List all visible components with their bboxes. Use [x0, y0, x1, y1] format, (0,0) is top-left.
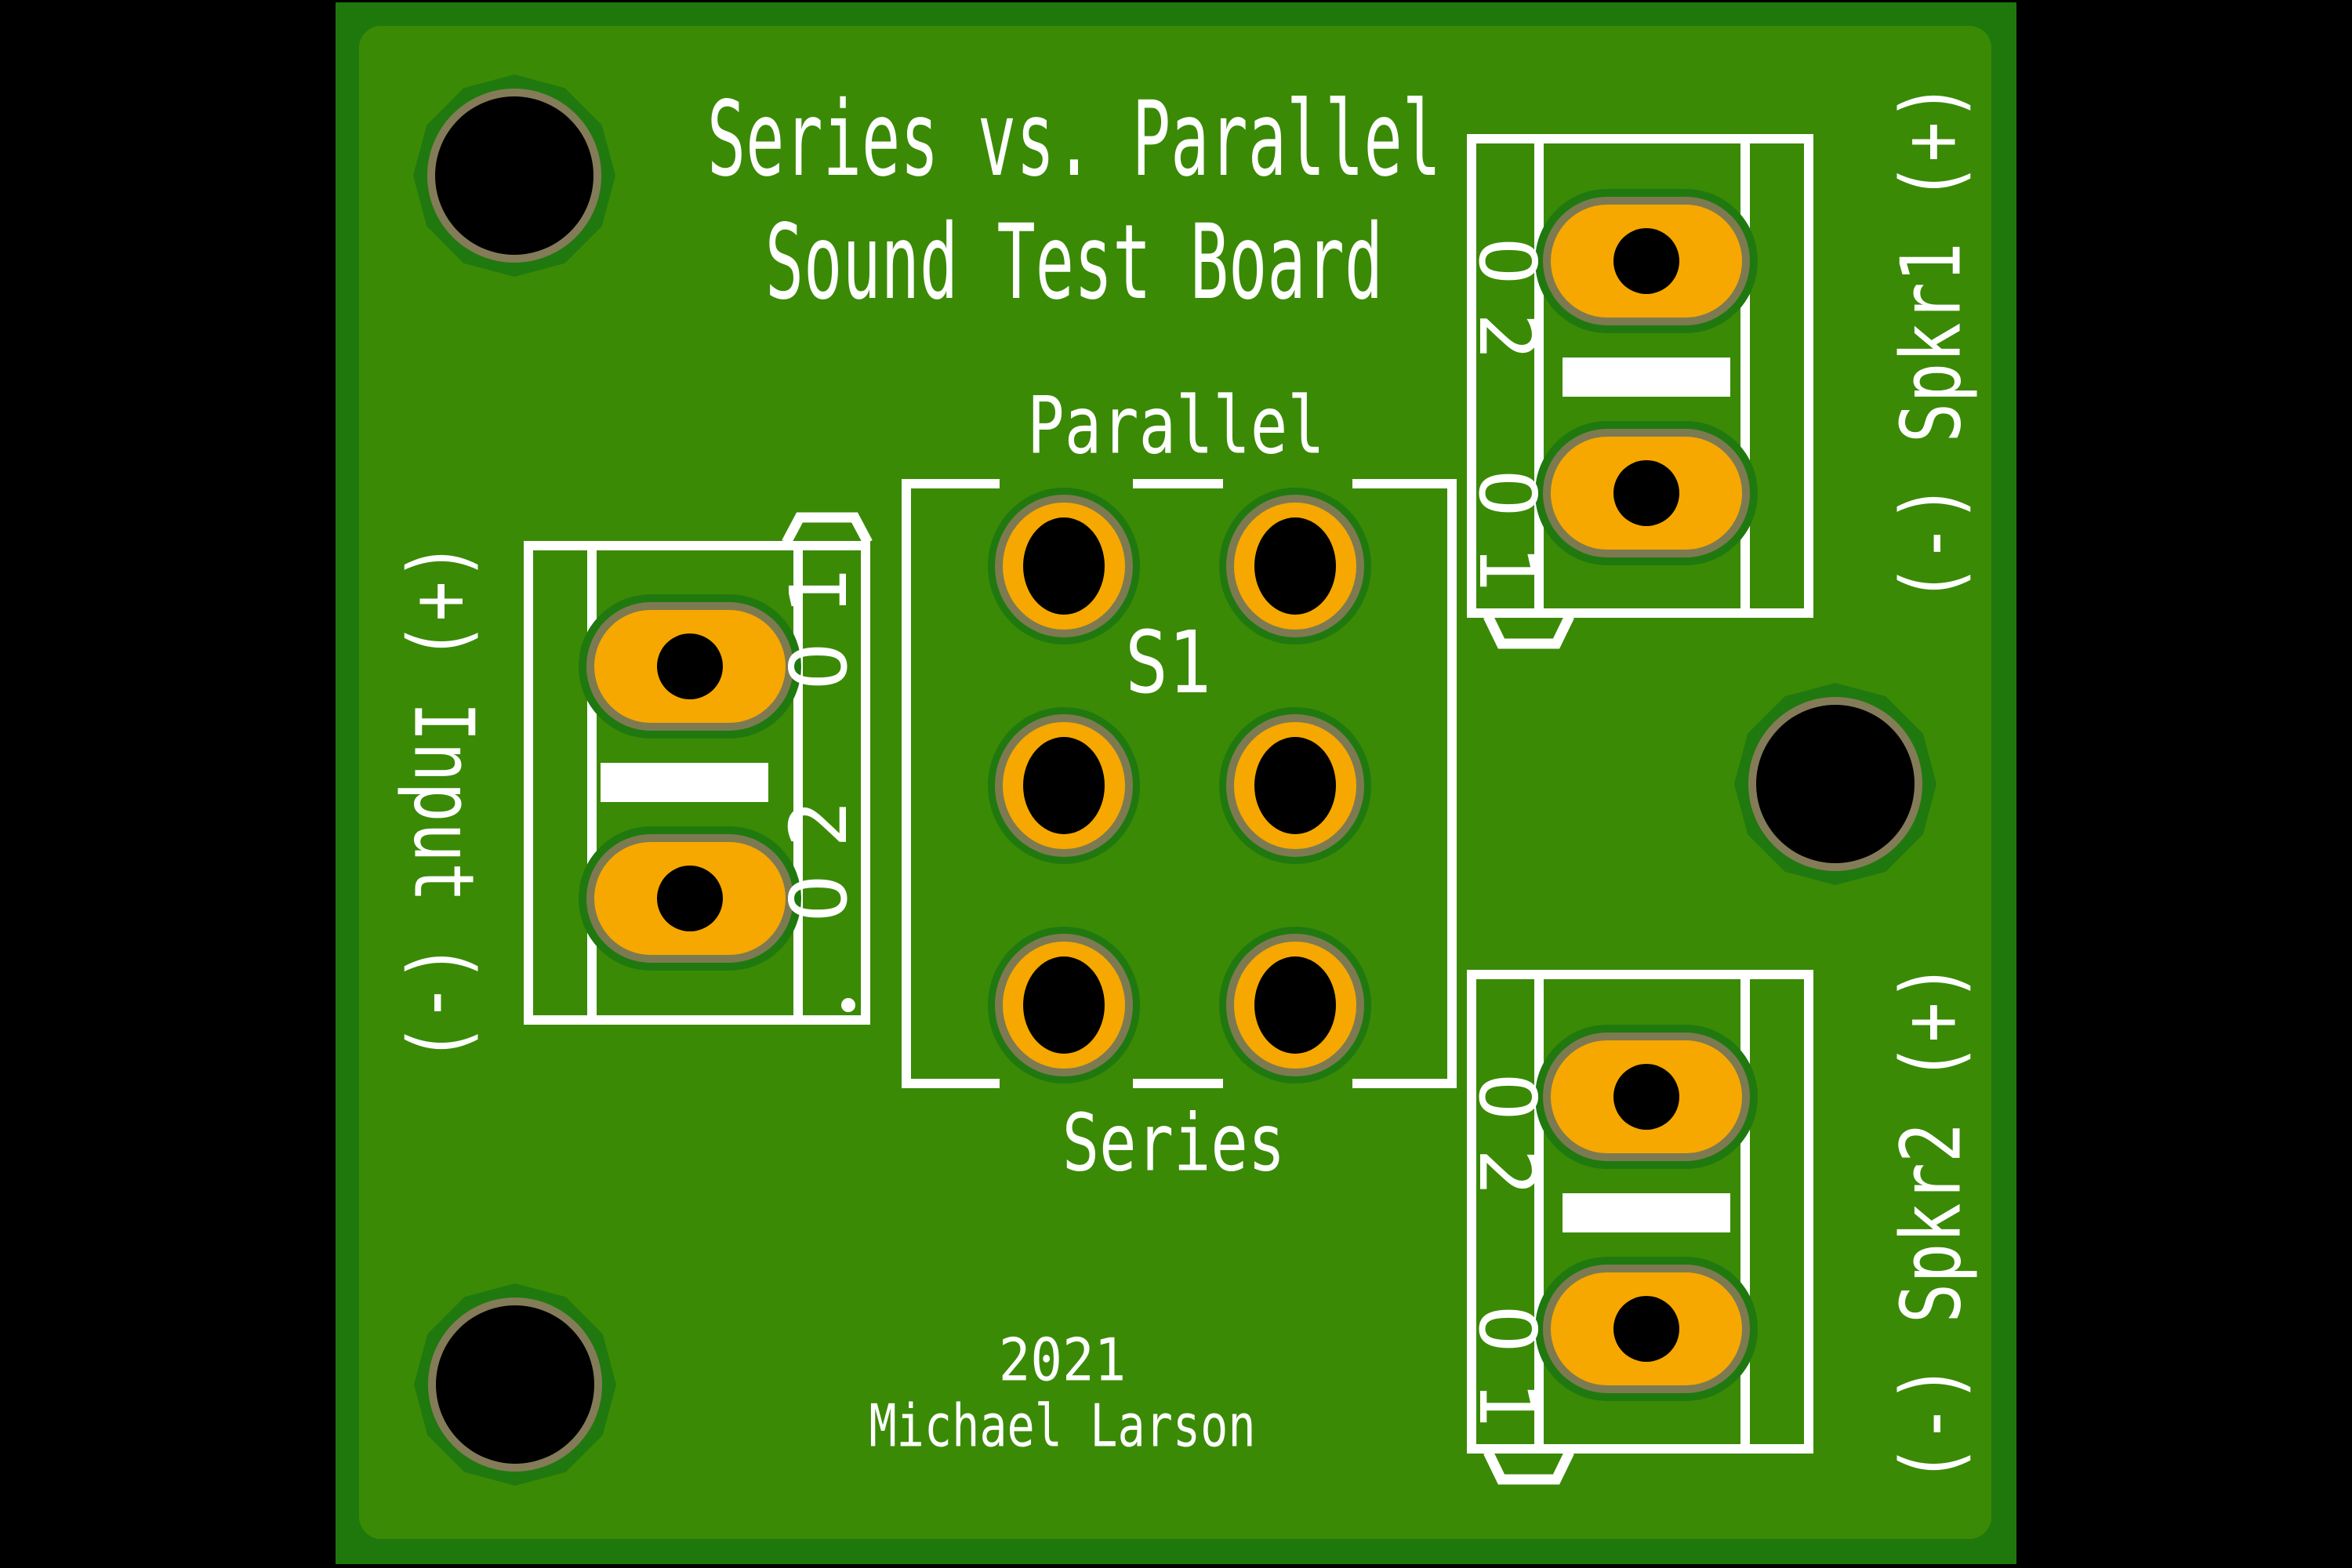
mounting-hole-right-middle: [1734, 683, 1936, 885]
input-wire-entry-marker: [782, 512, 873, 546]
pad-drill: [1254, 737, 1336, 834]
pad-drill: [1023, 956, 1105, 1054]
pad-drill: [1613, 1064, 1679, 1130]
s1-outline-top-seg3: [1352, 479, 1457, 488]
input-pad-1: [579, 594, 801, 739]
spkr2-wire-entry-marker: [1483, 1450, 1574, 1485]
mounting-hole-drill: [436, 1305, 594, 1464]
input-pad-2: [579, 826, 801, 971]
pad-drill: [1023, 517, 1105, 615]
mounting-hole-drill: [1756, 705, 1915, 863]
mounting-hole-drill: [435, 96, 593, 255]
mounting-hole-bottom-left: [414, 1283, 616, 1486]
spkr1-pad-2: [1535, 189, 1758, 333]
pad-drill: [1613, 1296, 1679, 1362]
pad-drill: [657, 633, 723, 699]
spkr2-pad-1: [1535, 1257, 1758, 1401]
pad-ring: [995, 495, 1133, 637]
switch-label-series: Series: [1062, 1096, 1286, 1189]
pad-ring: [1226, 934, 1364, 1076]
spkr2-wire-slot-mark: [1563, 1193, 1730, 1232]
pad-copper: [1003, 722, 1125, 849]
s1-pad-row2-col1: [988, 707, 1140, 864]
switch-label-parallel: Parallel: [1027, 379, 1325, 472]
mounting-hole-ring: [427, 89, 601, 263]
pad-copper: [1234, 503, 1356, 630]
pad-drill: [1254, 956, 1336, 1054]
s1-outline-bottom-seg2: [1133, 1079, 1223, 1088]
board-title-line2: Sound Test Board: [764, 202, 1384, 323]
spkr2-connector-outline: [1467, 970, 1813, 1454]
board-title-line1: Series vs. Parallel: [706, 79, 1442, 200]
pad-copper: [594, 842, 786, 955]
pad-drill: [1613, 460, 1679, 526]
s1-outline-left: [902, 479, 911, 1088]
s1-outline-bottom-seg3: [1352, 1079, 1457, 1088]
pad-copper: [1003, 942, 1125, 1069]
s1-outline-top-seg2: [1133, 479, 1223, 488]
pad-drill: [657, 866, 723, 931]
pad-copper: [1551, 437, 1742, 550]
pad-copper: [1551, 1040, 1742, 1153]
pad-ring: [1543, 1033, 1750, 1161]
switch-designator: S1: [1125, 612, 1211, 713]
pad-ring: [1543, 197, 1750, 325]
pad-ring: [1226, 495, 1364, 637]
pad-ring: [995, 934, 1133, 1076]
mounting-hole-top-left: [413, 74, 615, 277]
s1-outline-bottom-seg1: [902, 1079, 1000, 1088]
s1-outline-top-seg1: [902, 479, 1000, 488]
s1-pad-row2-col2: [1219, 707, 1371, 864]
input-wire-slot-mark: [601, 763, 768, 802]
pad-copper: [1551, 1272, 1742, 1385]
pad-ring: [586, 602, 793, 731]
pad-copper: [1234, 942, 1356, 1069]
s1-pad-row3-col2: [1219, 927, 1371, 1083]
spkr1-connector-outline: [1467, 134, 1813, 618]
spkr1-wire-entry-marker: [1483, 614, 1574, 649]
pad-ring: [1543, 1265, 1750, 1393]
pad-copper: [1551, 205, 1742, 318]
pad-copper: [1234, 722, 1356, 849]
board-author: Michael Larson: [869, 1391, 1256, 1461]
board-year: 2021: [998, 1325, 1127, 1395]
pad-drill: [1254, 517, 1336, 615]
s1-pad-row1-col1: [988, 488, 1140, 644]
mounting-hole-ring: [1748, 697, 1922, 871]
pad-ring: [1226, 714, 1364, 857]
spkr1-pad-1: [1535, 421, 1758, 565]
s1-pad-row1-col2: [1219, 488, 1371, 644]
input-connector-outline: [524, 541, 870, 1025]
s1-outline-right: [1447, 479, 1457, 1088]
s1-pad-row3-col1: [988, 927, 1140, 1083]
pad-ring: [586, 834, 793, 963]
pad-drill: [1023, 737, 1105, 834]
pad-ring: [995, 714, 1133, 857]
spkr2-pad-2: [1535, 1025, 1758, 1169]
input-pin1-dot: [841, 998, 855, 1012]
pad-copper: [1003, 503, 1125, 630]
pad-ring: [1543, 429, 1750, 557]
pad-copper: [594, 610, 786, 723]
pad-drill: [1613, 228, 1679, 294]
mounting-hole-ring: [428, 1298, 602, 1472]
board-title: Series vs. Parallel Sound Test Board: [707, 78, 1441, 325]
spkr1-wire-slot-mark: [1563, 358, 1730, 397]
